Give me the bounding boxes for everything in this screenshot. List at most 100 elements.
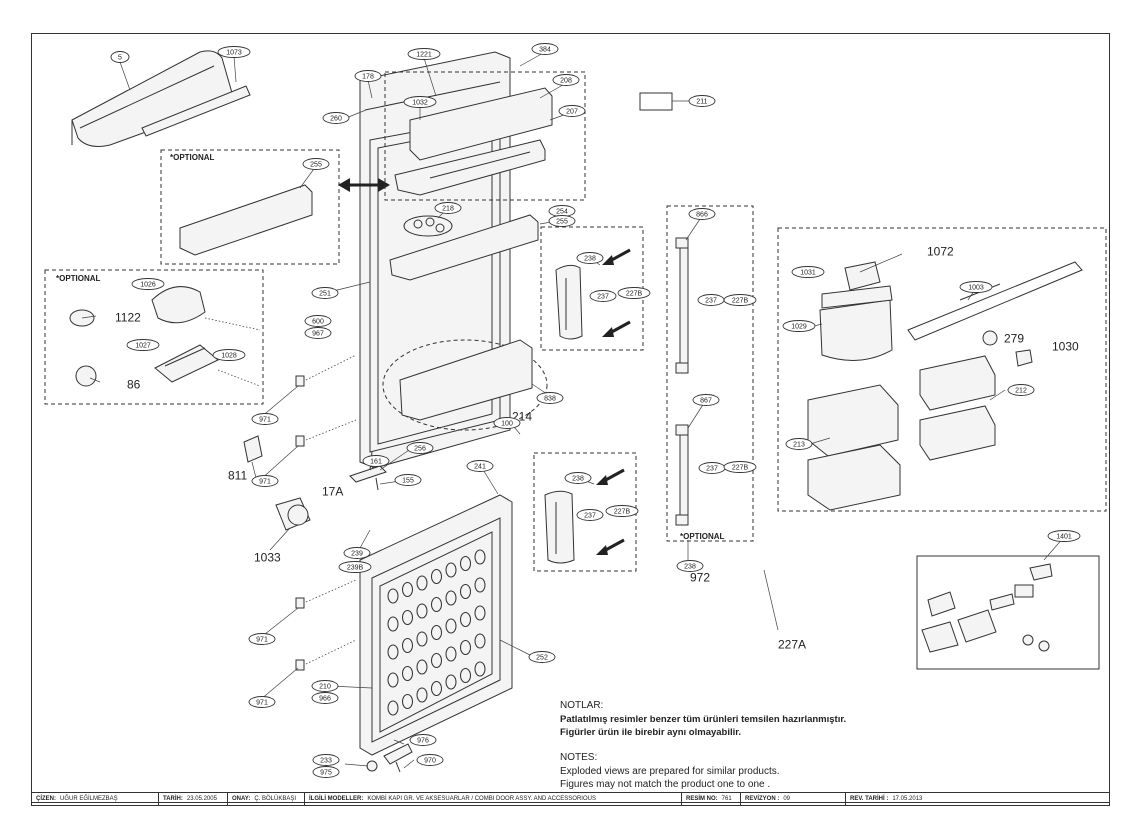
part-bubble-outline (692, 394, 720, 406)
lower-door (359, 494, 513, 756)
part-bubble-p1027: 1027 (126, 339, 160, 351)
part-number-label: 255 (310, 161, 322, 168)
part-number-label: 239 (351, 550, 363, 557)
part-bubble-outline (552, 74, 580, 86)
part-bubble-outline (407, 48, 441, 60)
part-bubble-outline (791, 266, 825, 278)
part-bubble-outline (251, 413, 279, 425)
part-number-label: 227B (732, 297, 749, 304)
optional-label-handles: *OPTIONAL (680, 532, 725, 541)
part-bubble-outline (343, 547, 371, 559)
part-bubble-p17A: 17A (322, 485, 343, 499)
door-dimple (460, 612, 471, 627)
part-bubble-outline (688, 95, 716, 107)
part-bubble-outline (723, 294, 757, 306)
part-bubble-p1401: 1401 (1047, 530, 1081, 542)
door-top-trim (71, 50, 235, 147)
part-number-label: 811 (228, 469, 247, 483)
part-bubble-outline (110, 51, 130, 63)
part-bubble-outline (782, 320, 816, 332)
wire-rack (907, 261, 1083, 341)
part-bubble-p227Bd: 227B (723, 461, 757, 473)
trim-strip (141, 85, 251, 137)
tb-revision: REVİZYON : 09 (741, 793, 846, 805)
part-bubble-outline (564, 472, 592, 484)
part-number-label: 237 (705, 297, 717, 304)
part-number-label: 279 (1004, 332, 1024, 346)
part-bubble-outline (248, 696, 276, 708)
tb-rev-date-label: REV. TARİHİ : (850, 796, 889, 802)
part-number-label: 238 (572, 475, 584, 482)
part-number-label: 384 (539, 46, 551, 53)
tb-approved-value: Ç. BÖLÜKBAŞI (254, 796, 297, 802)
part-number-label: 1033 (254, 551, 281, 565)
part-bubble-p1073: 1073 (217, 46, 251, 58)
door-dimple (416, 659, 428, 675)
notes-en-line1: Exploded views are prepared for similar … (560, 766, 780, 777)
part-bubble-p838: 838 (536, 392, 564, 404)
part-number-label: 971 (256, 699, 268, 706)
door-dimple (474, 605, 486, 621)
part-bubble-p100: 100 (493, 417, 521, 429)
part-bubble-outline (617, 287, 651, 299)
part-number-label: 1003 (968, 284, 984, 291)
part-number-label: 207 (566, 108, 578, 115)
tb-models: İLGİLİ MODELLER: KOMBİ KAPI GR. VE AKSES… (305, 793, 682, 805)
part-bubble-p1032: 1032 (403, 96, 437, 108)
door-dimple (416, 575, 428, 591)
part-bubble-p237d: 237 (698, 462, 726, 474)
part-bubble-p971c: 971 (248, 633, 276, 645)
tb-approved-label: ONAY: (232, 796, 251, 802)
bottom-hinge (366, 743, 413, 773)
tb-rev-date-value: 17.05.2013 (892, 796, 923, 802)
part-number-label: 600 (312, 318, 324, 325)
part-number-label: 238 (584, 255, 596, 262)
part-number-label: 1072 (927, 245, 954, 259)
door-dimple (431, 653, 442, 668)
part-bubble-outline (403, 96, 437, 108)
part-number-label: 218 (442, 205, 454, 212)
label-box (639, 92, 673, 111)
optional-label-dispenser: *OPTIONAL (56, 274, 101, 283)
door-dimple (416, 687, 428, 703)
part-number-label: 241 (474, 463, 486, 470)
part-bubble-outline (304, 327, 332, 339)
part-bubble-outline (131, 278, 165, 290)
part-bubble-outline (251, 475, 279, 487)
part-bubble-outline (676, 560, 704, 572)
part-number-label: 970 (424, 757, 436, 764)
part-bubble-p86: 86 (127, 378, 141, 392)
part-number-label: 1073 (226, 49, 242, 56)
part-number-label: 237 (706, 465, 718, 472)
water-tank (819, 261, 893, 361)
part-number-label: 1031 (800, 269, 816, 276)
door-dimple (402, 582, 413, 597)
part-bubble-p1028: 1028 (212, 349, 246, 361)
door-dimple (402, 638, 413, 653)
part-bubble-outline (322, 112, 350, 124)
part-bubble-p867: 867 (692, 394, 720, 406)
part-bubble-p213: 213 (785, 438, 813, 450)
door-dimple (387, 700, 399, 716)
part-bubble-p971d: 971 (248, 696, 276, 708)
part-number-label: 208 (560, 77, 572, 84)
tb-drawing-no-value: 761 (721, 796, 732, 802)
tb-models-value: KOMBİ KAPI GR. VE AKSESUARLAR / COMBI DO… (367, 796, 596, 802)
part-bubble-p966: 966 (311, 692, 339, 704)
lower-shelf (399, 339, 533, 421)
part-number-label: 255 (556, 218, 568, 225)
tb-models-label: İLGİLİ MODELLER: (309, 796, 364, 802)
part-number-label: 1028 (221, 352, 237, 359)
optional-dispenser-box (44, 269, 264, 405)
part-bubble-p238c: 238 (676, 560, 704, 572)
part-bubble-outline (1047, 530, 1081, 542)
part-bubble-outline (1007, 384, 1035, 396)
part-number-label: 237 (597, 293, 609, 300)
tb-revision-value: 09 (783, 796, 791, 802)
side-clips (243, 354, 357, 671)
door-dimple (387, 588, 399, 604)
part-bubble-p1003: 1003 (959, 281, 993, 293)
door-dimple (460, 668, 471, 683)
optional-label-shelf: *OPTIONAL (170, 153, 215, 162)
